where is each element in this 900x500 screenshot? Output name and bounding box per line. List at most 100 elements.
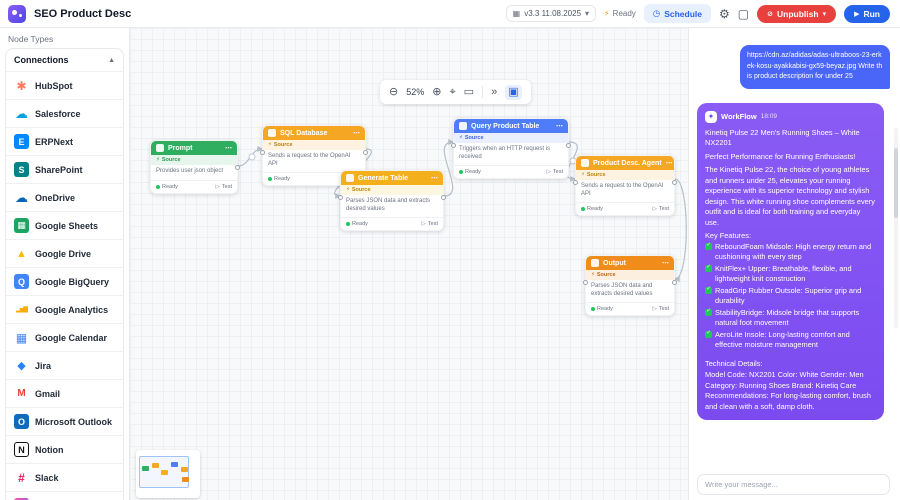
status-label: Ready	[274, 175, 290, 182]
input-port[interactable]	[451, 143, 456, 148]
run-button[interactable]: ▶ Run	[844, 4, 890, 23]
frame-icon[interactable]: ▭	[463, 85, 475, 98]
sidebar-item-gmail[interactable]: M Gmail	[6, 379, 123, 407]
sidebar-item-google-calendar[interactable]: ▦ Google Calendar	[6, 323, 123, 351]
workflow-canvas[interactable]: ⊖ 52% ⊕ ⌖ ▭ » ▣ Prompt ⋯ ⚡ Source Provid…	[130, 28, 688, 500]
node-test-button[interactable]: ▷Test	[653, 206, 669, 212]
notion-icon: N	[14, 442, 29, 457]
play-icon: ▷	[421, 220, 426, 227]
sharepoint-icon: S	[14, 162, 29, 177]
unpublish-button[interactable]: ⊘ Unpublish ▾	[757, 4, 837, 23]
node-header: Query Product Table ⋯	[454, 119, 568, 133]
sidebar-item-label: Google Calendar	[35, 332, 108, 343]
connections-section-toggle[interactable]: Connections ▲	[6, 49, 123, 71]
sidebar-item-slack[interactable]: # Slack	[6, 463, 123, 491]
node-description: Provides user json object	[156, 168, 224, 174]
node-output[interactable]: Output ⋯ ⚡ Source Parses JSON data and e…	[583, 255, 677, 316]
node-menu-icon[interactable]: ⋯	[225, 145, 232, 152]
sidebar-item-sharepoint[interactable]: S SharePoint	[6, 155, 123, 183]
node-badge-label: Source	[586, 172, 606, 178]
play-icon: ▶	[854, 10, 860, 18]
node-generate-table[interactable]: Generate Table ⋯ ⚡ Source Parses JSON da…	[338, 170, 446, 231]
message-input[interactable]	[697, 474, 890, 495]
zoom-in-icon[interactable]: ⊕	[432, 85, 442, 98]
minimap[interactable]	[136, 450, 200, 498]
add-node-button	[248, 153, 256, 161]
zoom-out-icon[interactable]: ⊖	[389, 85, 399, 98]
collapse-icon[interactable]: »	[491, 85, 498, 98]
sidebar-item-google-analytics[interactable]: ▂▅▇ Google Analytics	[6, 295, 123, 323]
node-test-button[interactable]: ▷Test	[422, 221, 438, 227]
sidebar-item-microsoft-outlook[interactable]: O Microsoft Outlook	[6, 407, 123, 435]
status-dot	[581, 206, 585, 211]
sidebar-item-notion[interactable]: N Notion	[6, 435, 123, 463]
feature-text: RoadGrip Rubber Outsole: Superior grip a…	[715, 285, 862, 306]
output-port[interactable]	[672, 280, 677, 285]
node-test-button[interactable]: ▷Test	[653, 306, 669, 312]
node-header: Prompt ⋯	[151, 141, 237, 155]
node-menu-icon[interactable]: ⋯	[665, 160, 673, 167]
tech-heading: Technical Details:	[705, 358, 763, 368]
settings-gear-icon[interactable]: ⚙	[719, 6, 730, 21]
input-port[interactable]	[260, 150, 265, 155]
version-selector[interactable]: ▦ v3.3 11.08.2025 ▾	[505, 5, 597, 22]
gmail-icon: M	[17, 388, 26, 399]
sidebar-item-google-bigquery[interactable]: Q Google BigQuery	[6, 267, 123, 295]
bolt-icon: ⚡	[156, 157, 160, 163]
node-menu-icon[interactable]: ⋯	[431, 175, 438, 182]
node-icon	[459, 122, 467, 130]
output-port[interactable]	[235, 165, 240, 170]
check-icon: ✓	[705, 242, 712, 250]
minimap-node	[142, 466, 149, 471]
sidebar-item-jira[interactable]: ◆ Jira	[6, 351, 123, 379]
input-port[interactable]	[338, 195, 343, 200]
sidebar-item-google-drive[interactable]: ▲ Google Drive	[6, 239, 123, 267]
sidebar-item-onedrive[interactable]: ☁ OneDrive	[6, 183, 123, 211]
chat-scrollbar-thumb[interactable]	[894, 148, 898, 218]
output-port[interactable]	[363, 150, 368, 155]
feature-text: ReboundFoam Midsole: High energy return …	[715, 241, 872, 262]
check-icon: ✓	[705, 264, 712, 272]
unpublish-label: Unpublish	[777, 8, 819, 19]
node-menu-icon[interactable]: ⋯	[662, 260, 669, 267]
input-port[interactable]	[583, 280, 588, 285]
layout-icon[interactable]: ▣	[505, 84, 522, 100]
bolt-icon: ⚡	[459, 135, 463, 141]
node-badge: ⚡ Source	[454, 133, 568, 143]
outlook-icon: O	[14, 414, 29, 429]
slack-icon: #	[18, 470, 25, 485]
sidebar-item-google-sheets[interactable]: ▦ Google Sheets	[6, 211, 123, 239]
input-port[interactable]	[573, 180, 578, 185]
node-product-desc-agent[interactable]: Product Desc. Agent ⋯ ⚡ Source Sends a r…	[573, 155, 677, 216]
node-prompt[interactable]: Prompt ⋯ ⚡ Source Provides user json obj…	[150, 140, 240, 194]
schedule-button[interactable]: ◷ Schedule	[643, 4, 712, 23]
feature-text: AeroLite Insole: Long-lasting comfort an…	[715, 329, 850, 350]
sidebar-item-hubspot[interactable]: ✱ HubSpot	[6, 71, 123, 99]
node-query-product-table[interactable]: Query Product Table ⋯ ⚡ Source Triggers …	[451, 118, 571, 179]
node-badge: ⚡ Source	[576, 170, 674, 180]
fit-view-icon[interactable]: ⌖	[449, 85, 456, 98]
check-icon: ✓	[705, 330, 712, 338]
output-port[interactable]	[441, 195, 446, 200]
status-label: Ready	[352, 220, 368, 227]
chat-scrollbar[interactable]	[894, 128, 898, 328]
clock-icon: ◷	[652, 8, 661, 18]
monitor-icon[interactable]: ▢	[737, 6, 750, 21]
node-test-button[interactable]: ▷Test	[216, 184, 232, 190]
output-port[interactable]	[672, 180, 677, 185]
node-footer: Ready ▷Test	[454, 164, 568, 178]
node-description: Sends a request to the OpenAI API	[268, 153, 351, 168]
chevron-down-icon: ▾	[585, 9, 590, 18]
sidebar-item-erpnext[interactable]: E ERPNext	[6, 127, 123, 155]
node-test-button[interactable]: ▷Test	[547, 169, 563, 175]
node-menu-icon[interactable]: ⋯	[556, 123, 563, 130]
test-label: Test	[427, 220, 438, 227]
sidebar-item-salesforce[interactable]: ☁ Salesforce	[6, 99, 123, 127]
test-label: Test	[221, 184, 232, 190]
node-badge-label: Source	[464, 135, 484, 141]
node-menu-icon[interactable]: ⋯	[353, 130, 360, 137]
output-port[interactable]	[566, 143, 571, 148]
minimap-node	[182, 477, 189, 482]
sidebar-item-fireflies[interactable]: F Fireflies	[6, 491, 123, 500]
google-analytics-icon: ▂▅▇	[16, 307, 28, 313]
